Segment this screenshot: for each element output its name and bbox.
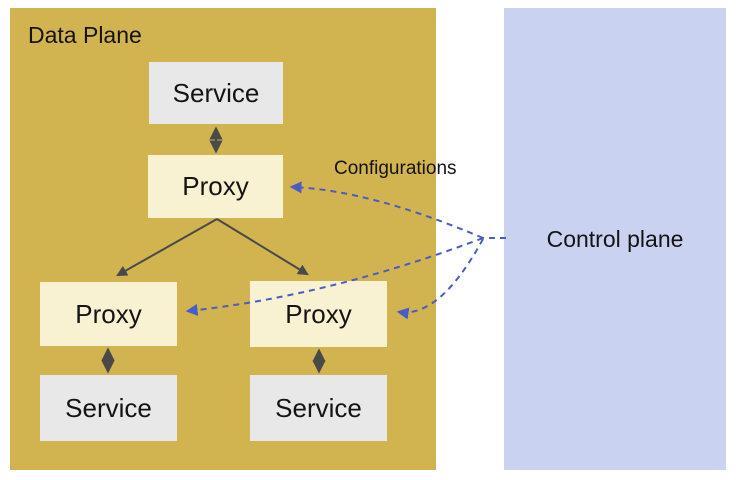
data-plane-title: Data Plane xyxy=(28,22,142,48)
control-plane-title: Control plane xyxy=(546,225,684,252)
configurations-label: Configurations xyxy=(334,158,457,179)
proxy-node-top: Proxy xyxy=(148,155,283,218)
control-plane-region: Control plane xyxy=(504,8,726,470)
service-node-top: Service xyxy=(149,62,283,124)
proxy-node-left: Proxy xyxy=(40,282,177,346)
service-node-right: Service xyxy=(250,375,387,441)
proxy-node-right: Proxy xyxy=(250,281,387,347)
service-node-left: Service xyxy=(40,375,177,441)
